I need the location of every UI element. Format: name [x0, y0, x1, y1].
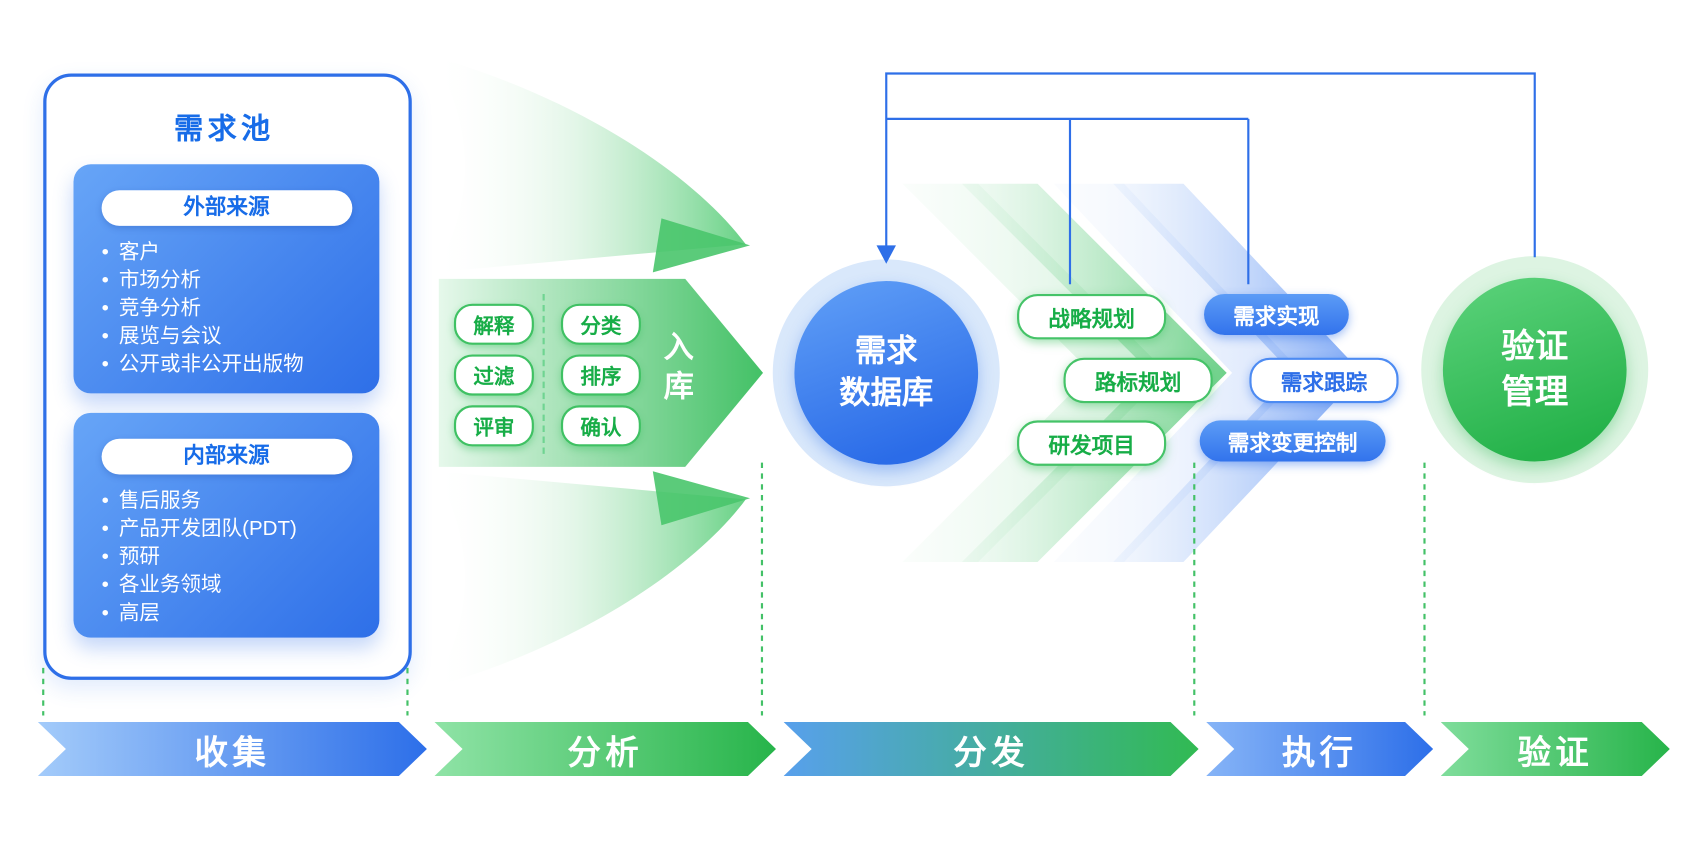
list-item: 竞争分析 — [99, 295, 364, 323]
database-label-line1: 需求 — [854, 333, 918, 369]
funnel-bottom-swoosh-shape — [432, 471, 746, 688]
analysis-pill-classify: 分类 — [560, 303, 641, 345]
store-to-db-label: 入库 — [660, 330, 694, 409]
database-label-line2: 数据库 — [839, 376, 934, 411]
analysis-divider — [542, 293, 545, 454]
pill-strategic-planning: 战略规划 — [1017, 293, 1167, 340]
funnel-bottom-arrowhead — [652, 471, 751, 526]
verification-label-line2: 管理 — [1501, 372, 1569, 411]
pool-title: 需求池 — [174, 112, 275, 145]
analysis-pill-sort: 排序 — [560, 354, 641, 396]
list-item: 高层 — [99, 600, 364, 628]
external-sources-list: 客户 市场分析 竞争分析 展览与会议 公开或非公开出版物 — [73, 239, 379, 380]
list-item: 各业务领域 — [99, 572, 364, 600]
analysis-pill-review: 评审 — [453, 405, 534, 447]
internal-sources-header: 内部来源 — [101, 438, 352, 475]
list-item: 市场分析 — [99, 267, 364, 295]
analysis-pill-interpret: 解释 — [453, 303, 534, 345]
pill-rnd-projects: 研发项目 — [1017, 420, 1167, 466]
funnel-top-arrowhead — [652, 218, 751, 273]
phase-verify: 验证 — [1441, 722, 1670, 776]
pill-requirement-change-control: 需求变更控制 — [1199, 420, 1386, 462]
phase-collect: 收集 — [38, 722, 427, 776]
analysis-pill-filter: 过滤 — [453, 354, 534, 396]
external-sources-card: 外部来源 客户 市场分析 竞争分析 展览与会议 公开或非公开出版物 — [73, 164, 380, 394]
list-item: 公开或非公开出版物 — [99, 351, 364, 379]
phase-execute: 执行 — [1206, 722, 1433, 776]
internal-sources-card: 内部来源 售后服务 产品开发团队(PDT) 预研 各业务领域 高层 — [73, 412, 380, 638]
external-sources-header: 外部来源 — [101, 190, 352, 226]
list-item: 产品开发团队(PDT) — [99, 516, 364, 544]
list-item: 展览与会议 — [99, 323, 364, 351]
list-item: 预研 — [99, 544, 364, 572]
phase-distribute: 分发 — [784, 722, 1199, 776]
feedback-line-outer — [885, 72, 1536, 258]
analysis-pill-confirm: 确认 — [560, 405, 641, 447]
list-item: 客户 — [99, 239, 364, 267]
pill-requirement-tracking: 需求跟踪 — [1249, 357, 1399, 404]
pill-roadmap-planning: 路标规划 — [1063, 357, 1213, 404]
verification-label-line1: 验证 — [1501, 327, 1569, 366]
pill-requirement-realization: 需求实现 — [1204, 293, 1349, 336]
list-item: 售后服务 — [99, 487, 364, 515]
verification-management-node: 验证 管理 — [1442, 277, 1627, 462]
funnel-top-swoosh-shape — [432, 56, 746, 273]
phase-analyze: 分析 — [434, 722, 776, 776]
requirements-database-node: 需求 数据库 — [794, 281, 979, 465]
internal-sources-list: 售后服务 产品开发团队(PDT) 预研 各业务领域 高层 — [73, 487, 379, 628]
